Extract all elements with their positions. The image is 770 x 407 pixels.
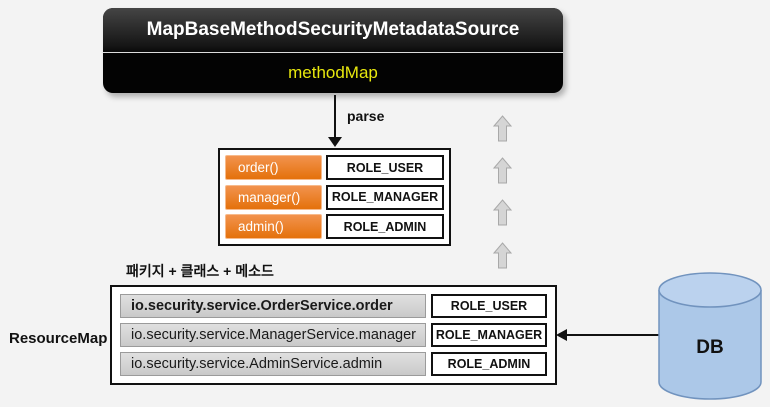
class-title: MapBaseMethodSecurityMetadataSource — [103, 8, 563, 53]
up-arrow-icon — [493, 242, 512, 269]
parse-arrow-head-icon — [328, 137, 342, 147]
table-row: order() ROLE_USER — [225, 155, 444, 180]
up-arrow-icon — [493, 115, 512, 142]
up-arrow-icon — [493, 157, 512, 184]
role-cell: ROLE_MANAGER — [326, 184, 444, 210]
db-connector-line — [566, 334, 660, 336]
role-cell: ROLE_ADMIN — [431, 352, 547, 376]
table-row: io.security.service.ManagerService.manag… — [120, 323, 547, 347]
resource-cell: io.security.service.ManagerService.manag… — [120, 323, 426, 347]
db-label: DB — [696, 337, 723, 358]
methodmap-table: order() ROLE_USER manager() ROLE_MANAGER… — [218, 148, 451, 246]
parse-arrow-line — [334, 95, 336, 139]
method-cell: order() — [225, 155, 322, 180]
left-arrow-head-icon — [556, 329, 567, 341]
table-row: io.security.service.AdminService.admin R… — [120, 352, 547, 376]
resource-cell: io.security.service.OrderService.order — [120, 294, 426, 318]
method-cell: admin() — [225, 214, 322, 239]
role-cell: ROLE_USER — [431, 294, 547, 318]
resourcemap-table: io.security.service.OrderService.order R… — [110, 285, 557, 385]
table-row: admin() ROLE_ADMIN — [225, 214, 444, 239]
table-row: io.security.service.OrderService.order R… — [120, 294, 547, 318]
role-cell: ROLE_ADMIN — [326, 214, 444, 239]
up-arrow-icon — [493, 199, 512, 226]
class-box: MapBaseMethodSecurityMetadataSource meth… — [103, 8, 563, 93]
package-class-method-caption: 패키지 + 클래스 + 메소드 — [126, 263, 274, 279]
parse-label: parse — [347, 108, 385, 124]
role-cell: ROLE_USER — [326, 155, 444, 180]
database-cylinder-icon: DB — [658, 272, 762, 400]
table-row: manager() ROLE_MANAGER — [225, 184, 444, 210]
role-cell: ROLE_MANAGER — [431, 323, 547, 347]
resourcemap-label: ResourceMap — [9, 330, 108, 347]
method-cell: manager() — [225, 184, 322, 210]
resource-cell: io.security.service.AdminService.admin — [120, 352, 426, 376]
class-field-methodmap: methodMap — [288, 63, 378, 82]
